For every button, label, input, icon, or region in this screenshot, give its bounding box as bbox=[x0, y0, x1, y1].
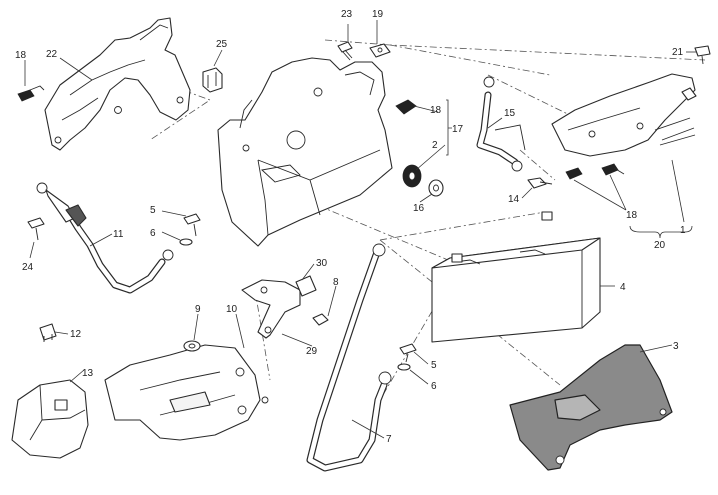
part-18-rubber-pad-left bbox=[17, 85, 45, 102]
callout-8: 8 bbox=[333, 277, 339, 288]
callout-2: 2 bbox=[432, 140, 438, 151]
callout-30: 30 bbox=[316, 258, 328, 269]
part-3-battery-holder bbox=[509, 344, 673, 471]
battery-tray bbox=[217, 57, 393, 247]
callout-1: 1 bbox=[680, 225, 686, 236]
callout-5-top: 5 bbox=[150, 205, 156, 216]
part-25-clip bbox=[202, 67, 223, 93]
part-16-bushing bbox=[428, 179, 444, 197]
part-11-ground-cable bbox=[36, 182, 174, 294]
part-8-nut bbox=[312, 313, 329, 326]
callout-6-top: 6 bbox=[150, 228, 156, 239]
callout-21: 21 bbox=[672, 47, 684, 58]
callout-22: 22 bbox=[46, 49, 58, 60]
callout-12: 12 bbox=[70, 329, 82, 340]
callout-19: 19 bbox=[372, 9, 384, 20]
parts-29-30-bracket bbox=[241, 275, 317, 339]
part-23-screw bbox=[337, 41, 353, 61]
callout-15: 15 bbox=[504, 108, 516, 119]
callout-23: 23 bbox=[341, 9, 353, 20]
callout-18-left: 18 bbox=[15, 50, 27, 61]
callout-14: 14 bbox=[508, 194, 520, 205]
callout-9: 9 bbox=[195, 304, 201, 315]
callout-7: 7 bbox=[386, 434, 392, 445]
callout-24: 24 bbox=[22, 262, 34, 273]
callout-4: 4 bbox=[620, 282, 626, 293]
callout-25: 25 bbox=[216, 39, 228, 50]
part-2-grommet bbox=[402, 164, 422, 188]
part-18-rubber-pads-right bbox=[565, 163, 625, 180]
callout-10: 10 bbox=[226, 304, 238, 315]
callout-5-bottom: 5 bbox=[431, 360, 437, 371]
part-1-bracket bbox=[551, 73, 697, 157]
part-22-front-bracket bbox=[44, 17, 191, 151]
part-10-lower-bracket bbox=[104, 344, 269, 441]
callout-13: 13 bbox=[82, 368, 94, 379]
part-7-battery-cable bbox=[306, 243, 392, 472]
part-9-washer bbox=[183, 340, 201, 352]
callout-18-right: 18 bbox=[626, 210, 638, 221]
part-19-clip-nut bbox=[369, 43, 391, 58]
alignment-lines bbox=[99, 39, 706, 401]
callout-17: 17 bbox=[452, 124, 464, 135]
part-15-cable bbox=[476, 76, 526, 172]
part-14-bolt bbox=[527, 177, 553, 189]
callout-labels: 1 2 3 4 5 5 6 6 7 8 9 10 11 12 13 14 15 … bbox=[15, 9, 686, 445]
callout-18-center: 18 bbox=[430, 105, 442, 116]
parts-5-6-bolt-washer-top bbox=[179, 213, 201, 246]
callout-16: 16 bbox=[413, 203, 425, 214]
callout-29: 29 bbox=[306, 346, 318, 357]
callout-20: 20 bbox=[654, 240, 666, 251]
callout-6-bottom: 6 bbox=[431, 381, 437, 392]
leader-lines bbox=[24, 20, 696, 439]
part-24-bolt bbox=[27, 217, 45, 241]
parts-5-6-bolt-washer-bottom bbox=[397, 343, 417, 371]
part-18-rubber-pad-center bbox=[395, 99, 417, 115]
part-12-fuse bbox=[39, 323, 57, 342]
callout-11: 11 bbox=[113, 229, 124, 240]
part-4-battery bbox=[431, 211, 601, 343]
part-13-relay-housing bbox=[11, 379, 89, 459]
callout-3: 3 bbox=[673, 341, 679, 352]
part-21-screw bbox=[694, 45, 711, 65]
